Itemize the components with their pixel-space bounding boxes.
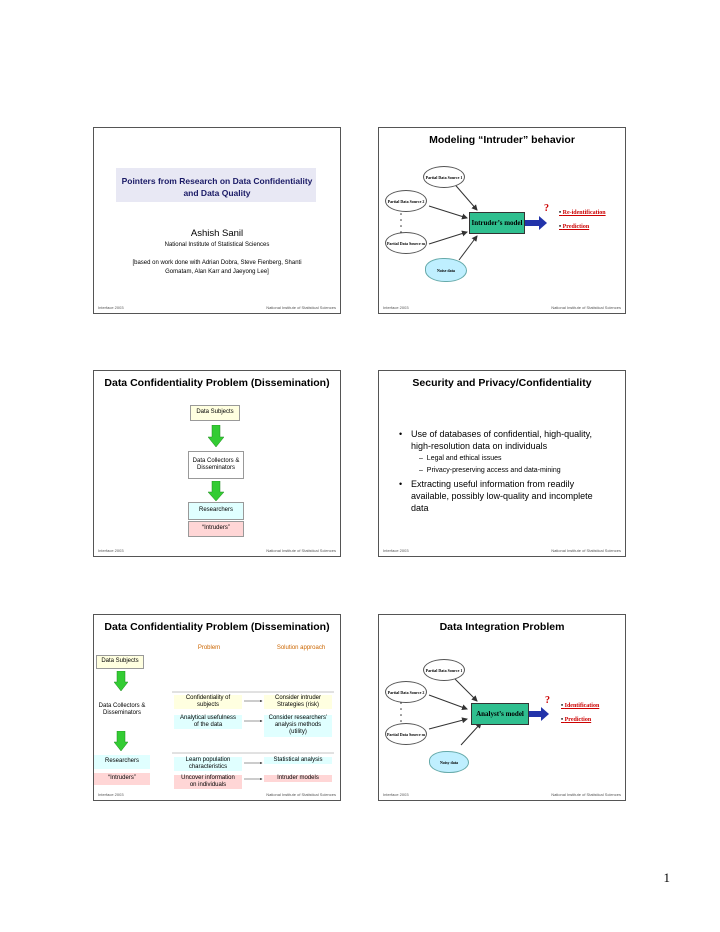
footer-left: Interface 2003 <box>98 548 124 553</box>
output-arrowhead <box>541 707 549 721</box>
collectors-box: Data Collectors & Disseminators <box>188 451 244 479</box>
credits-line2: Gomatam, Alan Karr and Jaeyong Lee] <box>165 269 269 275</box>
bullet1-line1: Use of databases of confidential, high-q… <box>411 429 592 439</box>
noise-cloud: Noisy data <box>429 751 469 773</box>
output-arrow <box>525 220 539 226</box>
question-mark: ? <box>544 203 549 214</box>
collectors-line2: Disseminators <box>196 465 235 471</box>
question-mark: ? <box>545 695 550 706</box>
footer-right: National Institute of Statistical Scienc… <box>551 792 621 797</box>
sub-bullet-1: – Legal and ethical issues <box>419 455 502 462</box>
footer-left: Interface 2003 <box>383 548 409 553</box>
column-header-problem: Problem <box>197 645 221 651</box>
slide-dissemination-1: Data Confidentiality Problem (Disseminat… <box>93 370 341 557</box>
footer-left: Interface 2003 <box>98 792 124 797</box>
arrow-source1 <box>450 674 478 702</box>
green-arrow-icon <box>208 481 224 501</box>
researchers-box: Researchers <box>188 502 244 520</box>
arrow-source2 <box>428 205 468 220</box>
analyst-model-box: Analyst’s model <box>471 703 529 725</box>
intruders-box: “Intruders” <box>94 773 150 785</box>
slide-security-privacy: Security and Privacy/Confidentiality • U… <box>378 370 626 557</box>
collectors-box: Data Collectors & Disseminators <box>94 695 150 725</box>
green-arrow-icon <box>114 731 128 751</box>
bullet2-line1: Extracting useful information from readi… <box>411 479 575 489</box>
collectors-line2: Disseminators <box>102 710 141 716</box>
noise-cloud: Noise data <box>425 258 467 282</box>
data-subjects-box: Data Subjects <box>96 655 144 669</box>
green-arrow-icon <box>114 671 128 691</box>
author-name: Ashish Sanil <box>190 228 244 239</box>
source2-bubble: Partial Data Source 2 <box>385 190 427 212</box>
footer-left: Interface 2003 <box>383 305 409 310</box>
author-affiliation: National Institute of Statistical Scienc… <box>164 242 270 248</box>
data-subjects-box: Data Subjects <box>190 405 240 421</box>
collectors-line1: Data Collectors & <box>192 457 240 464</box>
footer-right: National Institute of Statistical Scienc… <box>266 792 336 797</box>
column-header-solution: Solution approach <box>276 645 326 651</box>
footer-right: National Institute of Statistical Scienc… <box>266 548 336 553</box>
footer-left: Interface 2003 <box>98 305 124 310</box>
green-arrow-icon <box>208 425 224 447</box>
slide-title: Pointers from Research on Data Confident… <box>93 127 341 314</box>
source1-bubble: Partial Data Source 1 <box>423 166 465 188</box>
output-prediction: • Prediction <box>559 224 590 230</box>
table-arrows <box>172 691 334 781</box>
page-number: 1 <box>663 870 671 885</box>
solution-intruder-models: Intruder models <box>264 775 332 783</box>
output-arrowhead <box>539 216 547 230</box>
intruder-model-box: Intruder’s model <box>469 212 525 234</box>
sourcem-bubble: Partial Data Source m <box>385 723 427 745</box>
output-identification: • Identification <box>561 703 600 709</box>
sourcem-bubble: Partial Data Source m <box>385 232 427 254</box>
arrow-noise <box>458 235 478 261</box>
slide-title-line1: Pointers from Research on Data Confident… <box>121 176 313 186</box>
footer-right: National Institute of Statistical Scienc… <box>266 305 336 310</box>
diagram-arrows <box>400 179 547 261</box>
solution-analysis-methods: Consider researchers’analysis methods(ut… <box>264 715 332 737</box>
slide-heading: Data Confidentiality Problem (Disseminat… <box>104 621 330 633</box>
footer-right: National Institute of Statistical Scienc… <box>551 548 621 553</box>
arrow-sourcem <box>428 717 468 730</box>
collectors-line1: Data Collectors & <box>98 702 146 709</box>
output-prediction: • Prediction <box>561 717 592 723</box>
slide-heading: Security and Privacy/Confidentiality <box>412 377 592 389</box>
bullet1-line2: high-resolution data on individuals <box>411 441 548 451</box>
arrow-source2 <box>428 694 468 711</box>
bullet2-line3: data <box>411 503 429 513</box>
slide-intruder-modeling: Modeling “Intruder” behavior Partial Dat… <box>378 127 626 314</box>
slide-data-integration: Data Integration Problem Partial Data So… <box>378 614 626 801</box>
bullet2-line2: available, possibly low-quality and inco… <box>411 491 593 501</box>
diagram-arrows <box>400 674 549 746</box>
source2-bubble: Partial Data Source 2 <box>385 681 427 703</box>
slide-heading: Modeling “Intruder” behavior <box>429 134 575 146</box>
solution-statistical-analysis: Statistical analysis <box>264 757 332 765</box>
intruders-box: “Intruders” <box>188 521 244 537</box>
arrow-sourcem <box>428 230 468 245</box>
sub-bullet-2: – Privacy-preserving access and data-min… <box>419 467 561 474</box>
slide-title-line2: and Data Quality <box>183 188 251 198</box>
credits-line1: [based on work done with Adrian Dobra, S… <box>132 260 302 266</box>
slide-dissemination-2: Data Confidentiality Problem (Disseminat… <box>93 614 341 801</box>
output-reidentification: • Re-identification <box>559 210 606 216</box>
title-box <box>116 168 316 202</box>
researchers-box: Researchers <box>94 755 150 769</box>
source1-bubble: Partial Data Source 1 <box>423 659 465 681</box>
bullet-1: • <box>399 429 403 439</box>
arrow-noise <box>460 722 482 746</box>
footer-left: Interface 2003 <box>383 792 409 797</box>
slide-heading: Data Confidentiality Problem (Disseminat… <box>104 377 330 389</box>
bullet-2: • <box>399 479 403 489</box>
output-arrow <box>527 711 541 717</box>
footer-right: National Institute of Statistical Scienc… <box>551 305 621 310</box>
slide-heading: Data Integration Problem <box>439 621 565 633</box>
